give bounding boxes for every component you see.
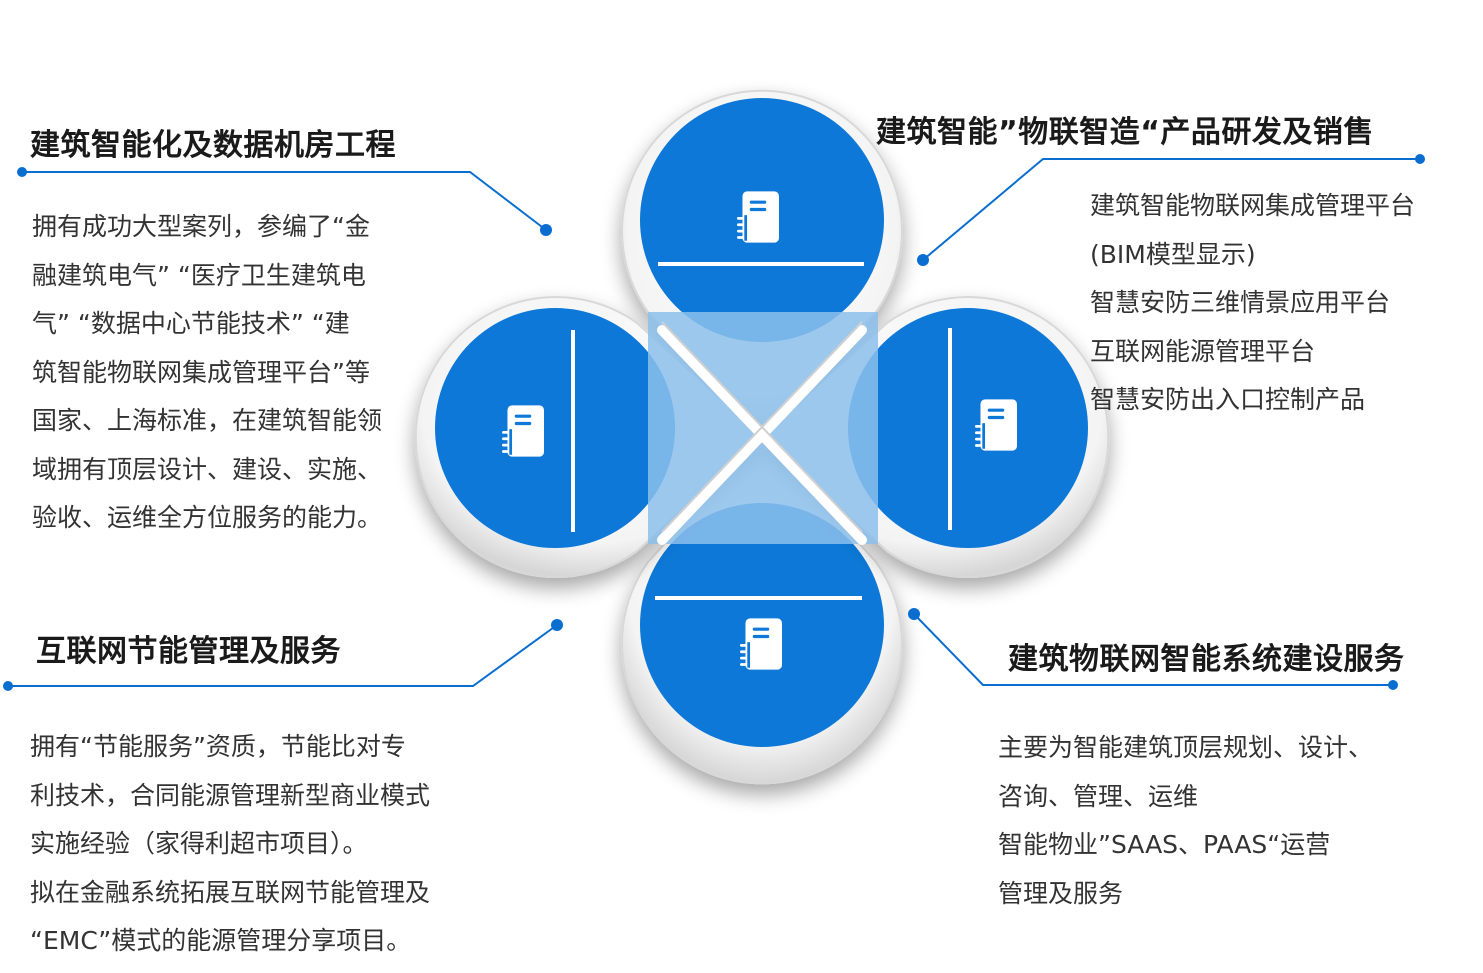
section-body-bottom-right: 主要为智能建筑顶层规划、设计、 咨询、管理、运维 智能物业”SAAS、PAAS“… (998, 724, 1373, 918)
leader-top-left (22, 171, 547, 231)
section-title-top-right: 建筑智能”物联智造“产品研发及销售 (876, 115, 1374, 150)
center-cross (657, 325, 867, 545)
text-line: 咨询、管理、运维 (998, 781, 1199, 811)
section-title-top-left: 建筑智能化及数据机房工程 (30, 128, 396, 163)
text-line: (BIM模型显示) (1090, 239, 1256, 269)
text-line: 国家、上海标准，在建筑智能领 (32, 406, 383, 435)
leader-bottom-left (8, 624, 558, 687)
text-line: 管理及服务 (998, 878, 1124, 908)
text-line: 拟在金融系统拓展互联网节能管理及 (30, 877, 431, 907)
leader-dot (17, 167, 27, 177)
leader-dot (540, 224, 552, 236)
text-line: 融建筑电气” “医疗卫生建筑电 (32, 260, 366, 290)
text-line: 气” “数据中心节能技术” “建 (32, 309, 350, 338)
section-body-bottom-left: 拥有“节能服务”资质，节能比对专 利技术，合同能源管理新型商业模式 实施经验（家… (30, 723, 430, 966)
text-line: 域拥有顶层设计、建设、实施、 (32, 454, 383, 484)
text-line: 拥有成功大型案列，参编了“金 (32, 212, 370, 241)
leader-dot (908, 608, 920, 620)
text-line: 实施经验（家得利超市项目）。 (30, 829, 368, 858)
text-line: 建筑智能物联网集成管理平台 (1090, 191, 1416, 220)
text-line: 筑智能物联网集成管理平台”等 (32, 357, 370, 387)
text-line: “EMC”模式的能源管理分享项目。 (30, 926, 412, 955)
leader-dot (917, 254, 929, 266)
section-title-bottom-right: 建筑物联网智能系统建设服务 (1008, 642, 1405, 677)
leader-bottom-right (913, 613, 1393, 686)
leader-dot (551, 619, 563, 631)
text-line: 智慧安防三维情景应用平台 (1090, 288, 1391, 317)
text-line: 拥有“节能服务”资质，节能比对专 (30, 732, 406, 761)
text-line: 智慧安防出入口控制产品 (1090, 385, 1366, 414)
leader-dot (3, 681, 13, 691)
leader-dot (1388, 680, 1398, 690)
section-body-top-right: 建筑智能物联网集成管理平台 (BIM模型显示) 智慧安防三维情景应用平台 互联网… (1090, 182, 1415, 425)
leader-top-right (922, 158, 1420, 261)
text-line: 互联网能源管理平台 (1090, 336, 1316, 366)
text-line: 智能物业”SAAS、PAAS“运营 (998, 830, 1331, 859)
text-line: 验收、运维全方位服务的能力。 (32, 503, 383, 532)
leader-dot (1415, 154, 1425, 164)
section-body-top-left: 拥有成功大型案列，参编了“金 融建筑电气” “医疗卫生建筑电 气” “数据中心节… (32, 203, 382, 543)
text-line: 主要为智能建筑顶层规划、设计、 (998, 733, 1374, 762)
text-line: 利技术，合同能源管理新型商业模式 (30, 780, 431, 810)
section-title-bottom-left: 互联网节能管理及服务 (36, 634, 341, 669)
